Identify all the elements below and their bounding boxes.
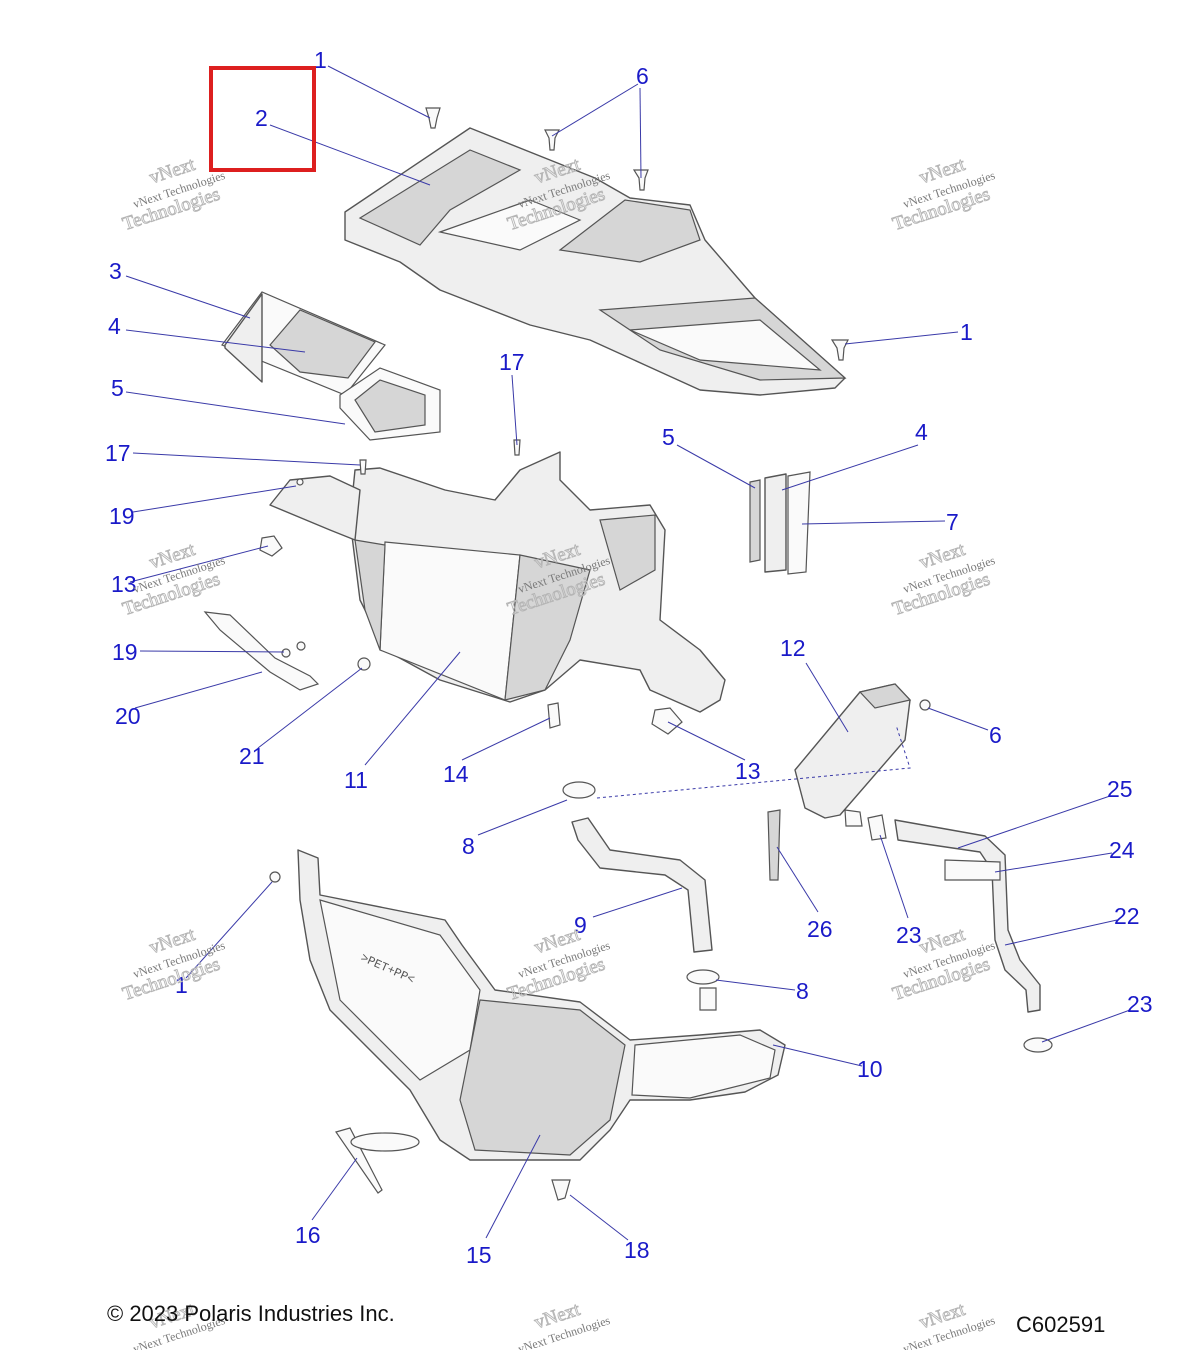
part-upper-cover xyxy=(344,127,847,396)
watermark: vNext vNext Technologies Technologies xyxy=(890,153,998,235)
copyright-text: © 2023 Polaris Industries Inc. xyxy=(107,1301,395,1326)
part-lower-intake xyxy=(269,849,786,1201)
callout-5: 5 xyxy=(111,375,124,401)
callout-4: 4 xyxy=(915,419,928,445)
callout-22: 22 xyxy=(1114,903,1140,929)
callout-1: 1 xyxy=(175,972,188,998)
callout-25: 25 xyxy=(1107,776,1133,802)
callout-19: 19 xyxy=(109,503,135,529)
callout-12: 12 xyxy=(780,635,806,661)
leader-lines xyxy=(125,65,1131,1241)
callout-5: 5 xyxy=(662,424,675,450)
callout-26: 26 xyxy=(807,916,833,942)
callout-15: 15 xyxy=(466,1242,492,1268)
part-resonator xyxy=(596,683,931,827)
callout-13: 13 xyxy=(111,571,137,597)
part-left-filter-frame xyxy=(221,291,441,441)
callout-18: 18 xyxy=(624,1237,650,1263)
callout-6: 6 xyxy=(636,63,649,89)
callout-17: 17 xyxy=(499,349,525,375)
callout-23: 23 xyxy=(896,922,922,948)
callout-13: 13 xyxy=(735,758,761,784)
part-right-filter-panels xyxy=(749,471,811,575)
watermark: vNext vNext Technologies Technologies xyxy=(120,923,228,1005)
callout-16: 16 xyxy=(295,1222,321,1248)
part-main-airbox xyxy=(269,451,726,713)
part-hoses xyxy=(562,781,1053,1053)
callout-20: 20 xyxy=(115,703,141,729)
callout-11: 11 xyxy=(344,767,368,793)
diagram-id: C602591 xyxy=(1016,1312,1106,1337)
callout-1: 1 xyxy=(960,319,973,345)
callout-8: 8 xyxy=(796,978,809,1004)
callout-4: 4 xyxy=(108,313,121,339)
callout-9: 9 xyxy=(574,912,587,938)
callout-labels: 1 2 6 3 4 1 5 17 5 4 17 19 7 13 12 19 6 … xyxy=(105,47,1153,1268)
callout-17: 17 xyxy=(105,440,131,466)
callout-2: 2 xyxy=(255,105,268,131)
watermark: vNext vNext Technologies Technologies xyxy=(890,538,998,620)
hardware-left xyxy=(203,439,683,735)
callout-8: 8 xyxy=(462,833,475,859)
callout-10: 10 xyxy=(857,1056,883,1082)
watermark: vNext vNext Technologies Technologies xyxy=(505,923,613,1005)
callout-1: 1 xyxy=(314,47,327,73)
callout-6: 6 xyxy=(989,722,1002,748)
watermark: vNext vNext Technologies xyxy=(901,1298,997,1350)
callout-23: 23 xyxy=(1127,991,1153,1017)
watermark: vNext vNext Technologies xyxy=(516,1298,612,1350)
callout-3: 3 xyxy=(109,258,122,284)
callout-14: 14 xyxy=(443,761,469,787)
fastener-group-top xyxy=(425,107,849,361)
callout-24: 24 xyxy=(1109,837,1135,863)
callout-19: 19 xyxy=(112,639,138,665)
callout-21: 21 xyxy=(239,743,265,769)
callout-7: 7 xyxy=(946,509,959,535)
highlight-box xyxy=(209,66,316,172)
